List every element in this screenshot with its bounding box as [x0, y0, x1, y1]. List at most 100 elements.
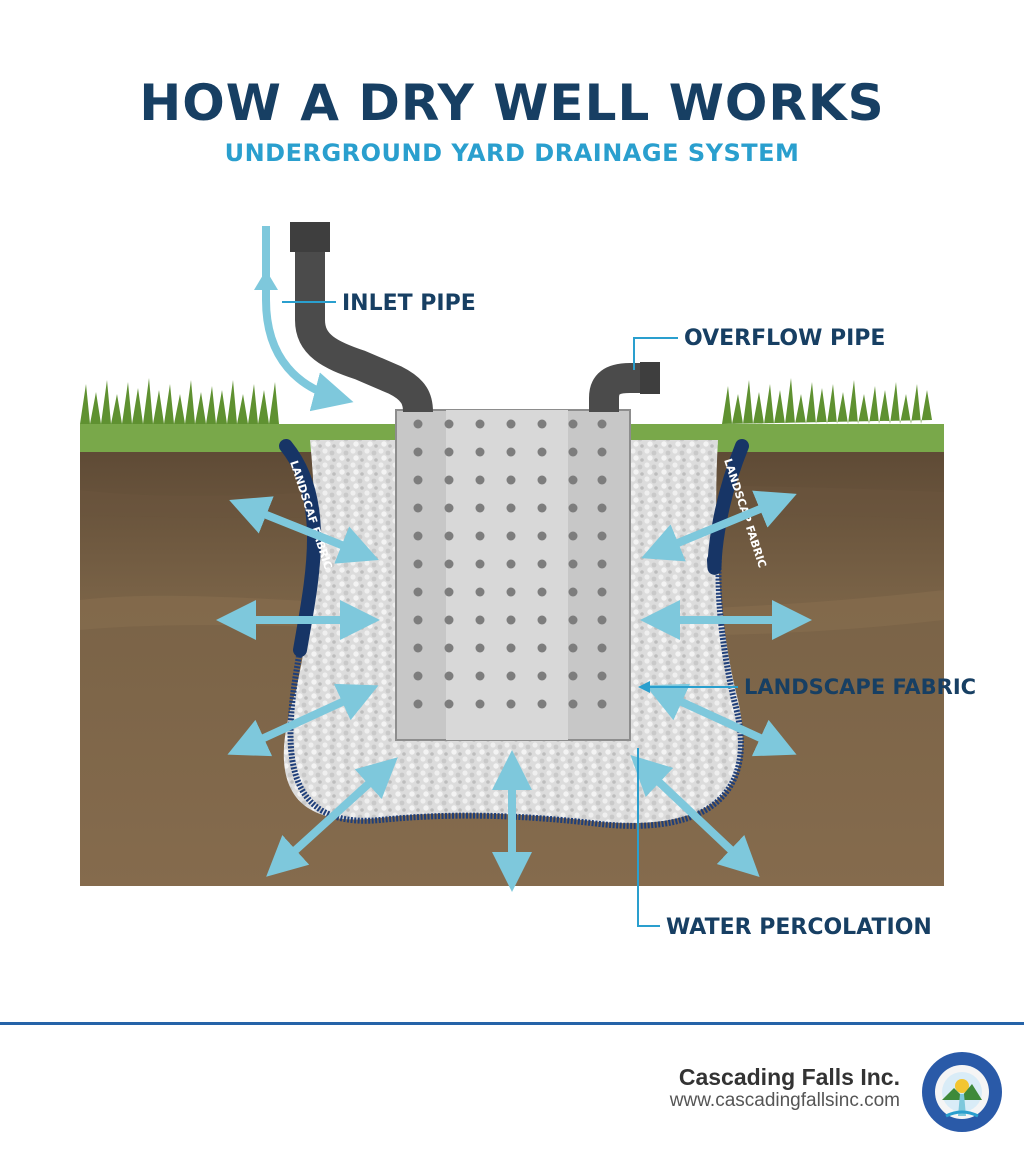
perforation-hole	[597, 419, 607, 429]
company-name: Cascading Falls Inc.	[678, 1064, 900, 1090]
perforation-hole	[568, 643, 578, 653]
callout-water-percolation: WATER PERCOLATION	[637, 748, 932, 940]
perforation-hole	[506, 419, 516, 429]
perforation-hole	[568, 587, 578, 597]
percolation-arrows	[216, 490, 812, 892]
perforation-hole	[413, 615, 423, 625]
perforation-hole	[413, 447, 423, 457]
perforations	[413, 419, 607, 709]
perforation-hole	[475, 447, 485, 457]
perforation-hole	[475, 615, 485, 625]
diagram-subtitle: UNDERGROUND YARD DRAINAGE SYSTEM	[224, 139, 800, 167]
perforation-hole	[597, 671, 607, 681]
perforation-hole	[537, 447, 547, 457]
percolation-arrow	[630, 755, 760, 877]
perforation-hole	[537, 419, 547, 429]
landscape-fabric-label: LANDSCAPE FABRIC	[744, 675, 976, 699]
perforation-hole	[475, 643, 485, 653]
perforation-hole	[537, 503, 547, 513]
perforation-hole	[506, 699, 516, 709]
perforation-hole	[568, 671, 578, 681]
perforation-hole	[506, 475, 516, 485]
perforation-hole	[413, 559, 423, 569]
perforation-hole	[413, 699, 423, 709]
perforation-hole	[444, 503, 454, 513]
diagram-title: HOW A DRY WELL WORKS	[139, 74, 885, 132]
perforation-hole	[475, 699, 485, 709]
perforation-hole	[475, 503, 485, 513]
perforation-hole	[537, 671, 547, 681]
perforation-hole	[475, 559, 485, 569]
perforation-hole	[444, 699, 454, 709]
perforation-hole	[597, 643, 607, 653]
perforation-hole	[444, 671, 454, 681]
perforation-hole	[597, 447, 607, 457]
perforation-hole	[444, 643, 454, 653]
perforation-hole	[597, 587, 607, 597]
callout-inlet: INLET PIPE	[282, 291, 476, 316]
perforation-hole	[568, 503, 578, 513]
perforation-hole	[537, 643, 547, 653]
perforation-hole	[568, 419, 578, 429]
perforation-hole	[506, 531, 516, 541]
perforation-hole	[537, 615, 547, 625]
perforation-hole	[444, 615, 454, 625]
perforation-hole	[506, 615, 516, 625]
perforation-hole	[506, 671, 516, 681]
percolation-arrow	[641, 490, 797, 562]
perforation-hole	[413, 587, 423, 597]
perforation-hole	[413, 475, 423, 485]
footer-divider	[0, 1022, 1024, 1025]
well-chamber	[395, 409, 631, 741]
water-percolation-label: WATER PERCOLATION	[666, 915, 932, 940]
perforation-hole	[537, 559, 547, 569]
perforation-hole	[444, 475, 454, 485]
perforation-hole	[475, 587, 485, 597]
perforation-hole	[597, 475, 607, 485]
overflow-pipe-label: OVERFLOW PIPE	[684, 326, 885, 351]
company-logo	[922, 1052, 1002, 1132]
percolation-arrow	[645, 683, 797, 757]
perforation-hole	[537, 531, 547, 541]
dry-well-diagram: LANDSCAF FABRIC LANDSCAP FABRIC INLET PI…	[80, 222, 976, 940]
perforation-hole	[597, 531, 607, 541]
perforation-hole	[537, 475, 547, 485]
perforation-hole	[475, 475, 485, 485]
perforation-hole	[413, 419, 423, 429]
perforation-hole	[537, 587, 547, 597]
percolation-arrow	[227, 683, 379, 757]
overflow-pipe	[589, 363, 648, 412]
perforation-hole	[444, 531, 454, 541]
perforation-hole	[475, 671, 485, 681]
perforation-hole	[506, 587, 516, 597]
perforation-hole	[413, 671, 423, 681]
perforation-hole	[537, 699, 547, 709]
perforation-hole	[568, 475, 578, 485]
inflow-arrow-tip	[254, 270, 278, 290]
perforation-hole	[597, 503, 607, 513]
perforation-hole	[568, 699, 578, 709]
company-website[interactable]: www.cascadingfallsinc.com	[669, 1090, 900, 1111]
perforation-hole	[444, 419, 454, 429]
perforation-hole	[506, 559, 516, 569]
percolation-arrow	[266, 757, 398, 877]
perforation-hole	[444, 559, 454, 569]
overflow-pipe-cap	[640, 362, 660, 394]
perforation-hole	[506, 447, 516, 457]
perforation-hole	[475, 419, 485, 429]
perforation-hole	[568, 531, 578, 541]
perforation-hole	[597, 699, 607, 709]
perforation-hole	[444, 447, 454, 457]
inlet-pipe	[295, 222, 433, 413]
landscape-fabric-lining	[283, 444, 745, 829]
perforation-hole	[413, 643, 423, 653]
callout-overflow: OVERFLOW PIPE	[633, 326, 885, 370]
perforation-hole	[506, 503, 516, 513]
perforation-hole	[506, 643, 516, 653]
perforation-hole	[568, 559, 578, 569]
perforation-hole	[475, 531, 485, 541]
perforation-hole	[413, 531, 423, 541]
perforation-hole	[597, 559, 607, 569]
perforation-hole	[568, 447, 578, 457]
perforation-hole	[568, 615, 578, 625]
